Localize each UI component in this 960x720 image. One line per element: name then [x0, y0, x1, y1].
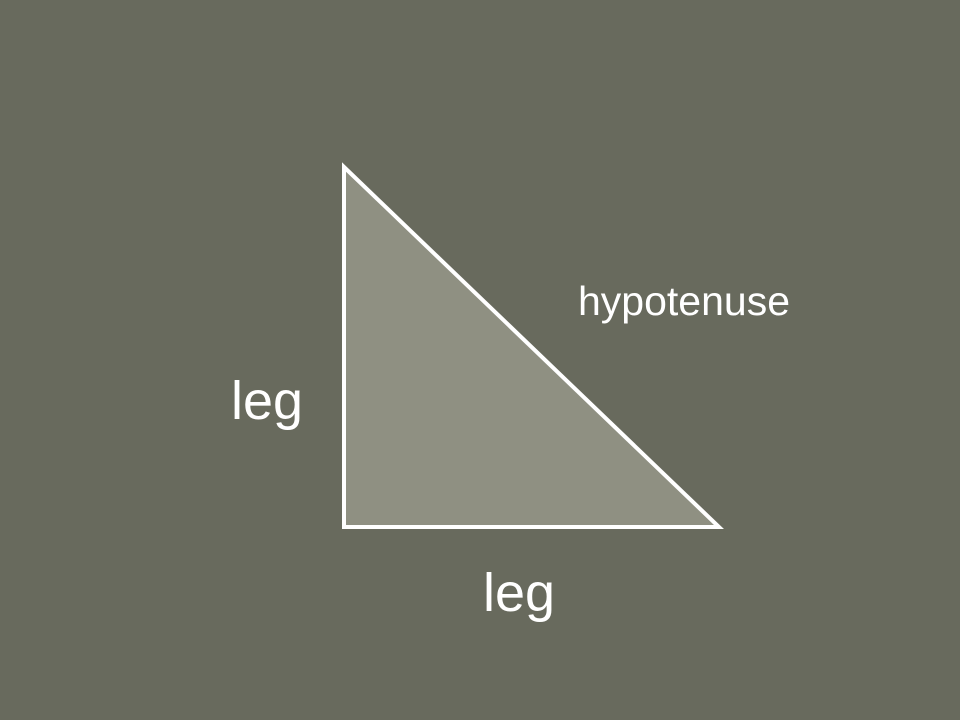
horizontal-leg-label: leg — [483, 563, 556, 623]
right-triangle — [342, 162, 724, 529]
hypotenuse-label: hypotenuse — [578, 278, 791, 324]
vertical-leg-label: leg — [231, 371, 304, 431]
